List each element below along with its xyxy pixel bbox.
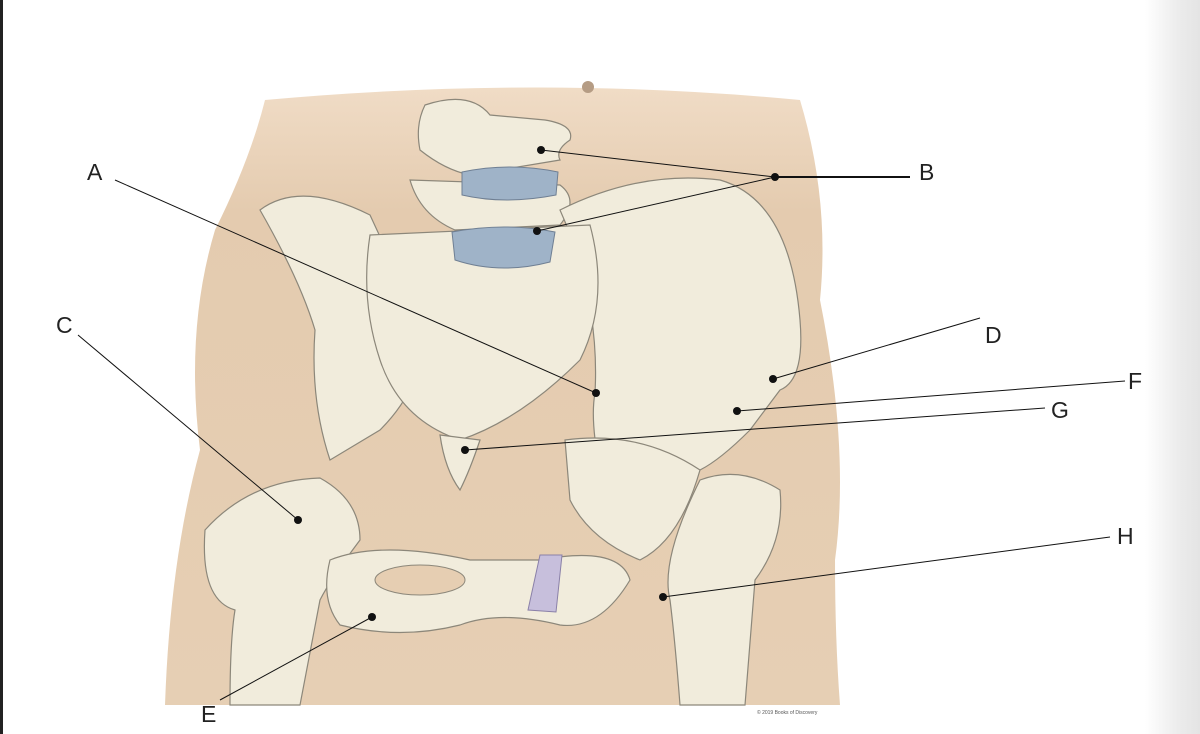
leader-lines: [77, 149, 1126, 701]
intervertebral-disc-lower: [451, 226, 556, 269]
pubic-symphysis: [527, 554, 563, 613]
navel: [582, 81, 594, 93]
label-a: A: [87, 159, 103, 185]
coccyx: [439, 434, 481, 492]
right-femur: [667, 473, 782, 706]
window-edge: [0, 0, 3, 734]
label-g: G: [1051, 397, 1069, 423]
label-d: D: [985, 322, 1002, 348]
vertebra-l4: [417, 98, 572, 176]
right-ilium: [559, 177, 802, 471]
acetabulum-right: [564, 437, 701, 561]
label-h: H: [1117, 523, 1134, 549]
scrollbar-gutter: [1145, 0, 1200, 734]
label-b: B: [919, 159, 934, 185]
obturator-foramen: [374, 564, 466, 596]
label-f: F: [1128, 368, 1142, 394]
bones: [203, 98, 802, 706]
copyright-notice: © 2019 Books of Discovery: [757, 709, 818, 716]
label-e: E: [201, 701, 216, 727]
label-c: C: [56, 312, 73, 338]
leader-dots: [294, 146, 779, 621]
intervertebral-disc-upper: [461, 166, 559, 201]
